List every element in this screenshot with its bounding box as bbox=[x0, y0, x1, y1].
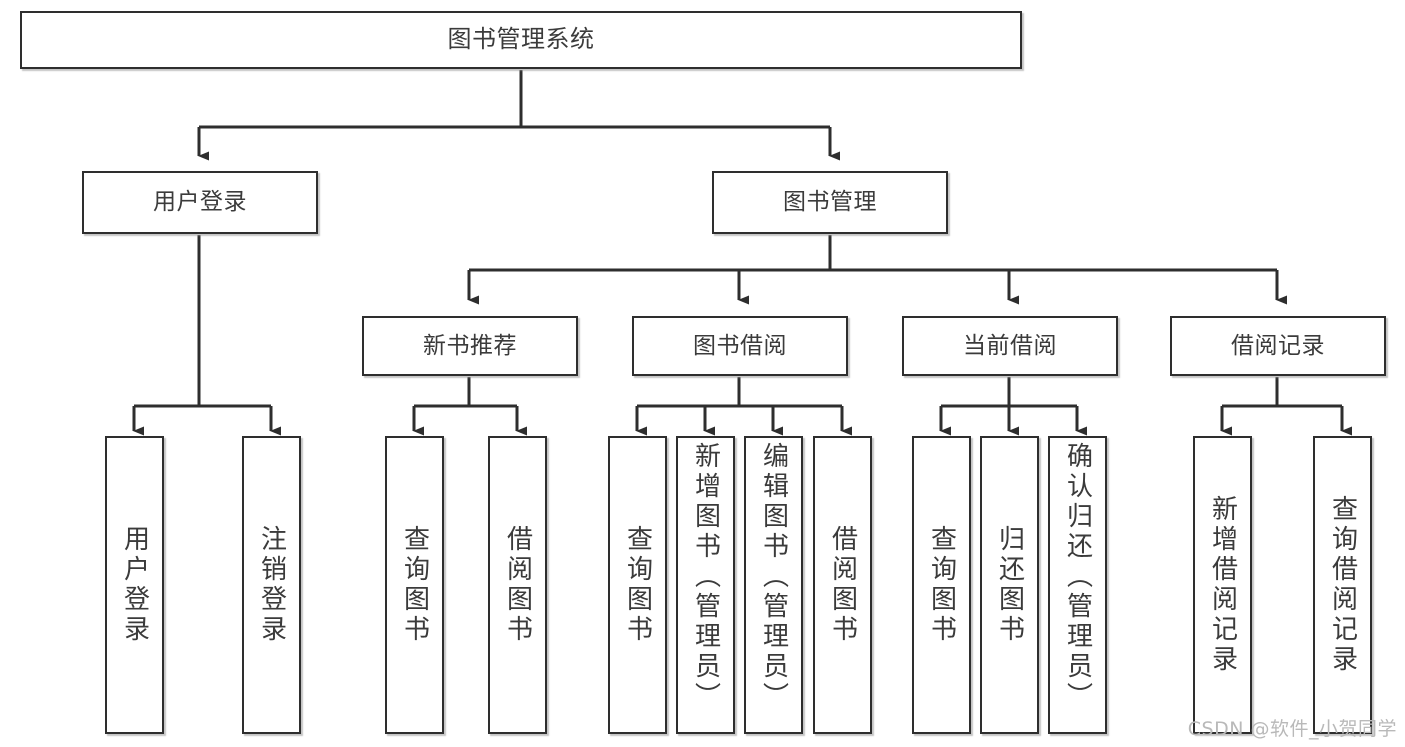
node-label: 编辑图书（管理员） bbox=[758, 442, 789, 712]
leaf-borrow-book-recommend[interactable]: 借阅图书 bbox=[488, 436, 547, 734]
leaf-add-book-admin[interactable]: 新增图书（管理员） bbox=[676, 436, 735, 734]
node-label: 用户登录 bbox=[119, 525, 150, 645]
node-label: 当前借阅 bbox=[963, 332, 1057, 359]
node-label: 确认归还（管理员） bbox=[1062, 442, 1093, 712]
leaf-add-borrow-record[interactable]: 新增借阅记录 bbox=[1193, 436, 1252, 734]
node-label: 借阅图书 bbox=[502, 525, 533, 645]
node-label: 查询图书 bbox=[399, 525, 430, 645]
node-label: 新增借阅记录 bbox=[1207, 495, 1238, 675]
leaf-confirm-return-admin[interactable]: 确认归还（管理员） bbox=[1048, 436, 1107, 734]
leaf-edit-book-admin[interactable]: 编辑图书（管理员） bbox=[744, 436, 803, 734]
node-label: 用户登录 bbox=[153, 189, 247, 216]
node-root-system[interactable]: 图书管理系统 bbox=[20, 11, 1022, 69]
csdn-watermark: CSDN @软件_小贺同学 bbox=[1187, 718, 1397, 740]
node-label: 借阅图书 bbox=[827, 525, 858, 645]
node-user-login[interactable]: 用户登录 bbox=[82, 171, 318, 234]
node-new-book-recommend[interactable]: 新书推荐 bbox=[362, 316, 578, 376]
leaf-query-book-recommend[interactable]: 查询图书 bbox=[385, 436, 444, 734]
node-label: 注销登录 bbox=[256, 525, 287, 645]
leaf-query-borrow-record[interactable]: 查询借阅记录 bbox=[1313, 436, 1372, 734]
node-label: 查询图书 bbox=[926, 525, 957, 645]
leaf-query-book-borrow[interactable]: 查询图书 bbox=[608, 436, 667, 734]
node-book-borrow[interactable]: 图书借阅 bbox=[632, 316, 848, 376]
leaf-user-login[interactable]: 用户登录 bbox=[105, 436, 164, 734]
leaf-logout-login[interactable]: 注销登录 bbox=[242, 436, 301, 734]
node-label: 图书借阅 bbox=[693, 332, 787, 359]
node-label: 图书管理 bbox=[783, 189, 877, 216]
leaf-borrow-book-borrow[interactable]: 借阅图书 bbox=[813, 436, 872, 734]
node-label: 查询图书 bbox=[622, 525, 653, 645]
leaf-query-book-current[interactable]: 查询图书 bbox=[912, 436, 971, 734]
node-label: 借阅记录 bbox=[1231, 332, 1325, 359]
leaf-return-book[interactable]: 归还图书 bbox=[980, 436, 1039, 734]
node-label: 归还图书 bbox=[994, 525, 1025, 645]
node-current-borrow[interactable]: 当前借阅 bbox=[902, 316, 1118, 376]
node-label: 图书管理系统 bbox=[447, 25, 595, 54]
node-label: 新书推荐 bbox=[423, 332, 517, 359]
node-book-manage[interactable]: 图书管理 bbox=[712, 171, 948, 234]
node-label: 查询借阅记录 bbox=[1327, 495, 1358, 675]
node-borrow-record[interactable]: 借阅记录 bbox=[1170, 316, 1386, 376]
node-label: 新增图书（管理员） bbox=[690, 442, 721, 712]
